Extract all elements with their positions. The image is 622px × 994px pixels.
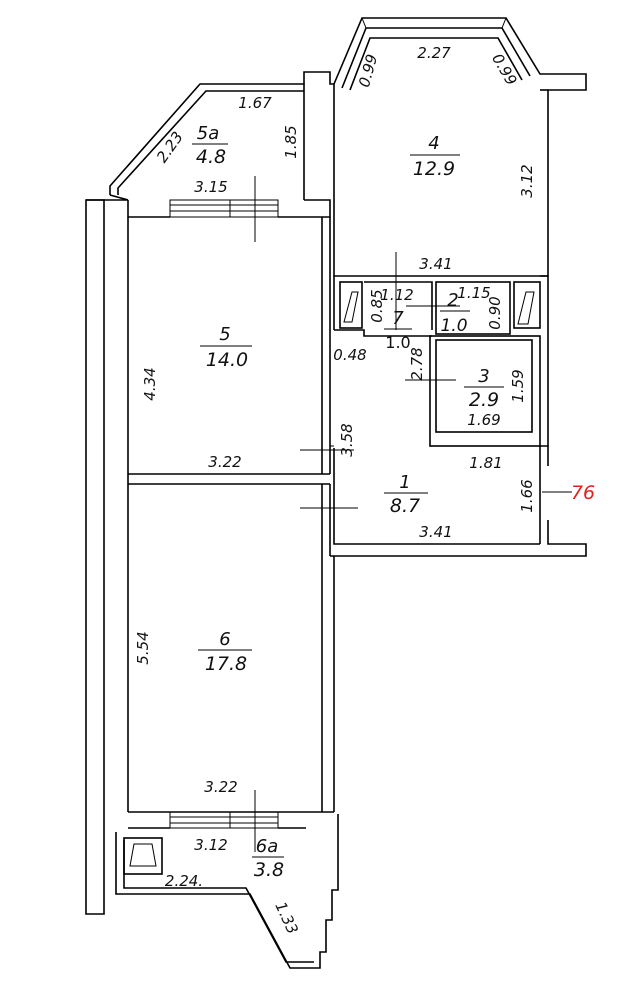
- room-area: 12.9: [413, 158, 455, 180]
- exterior-walls: [85, 199, 335, 915]
- room-area: 14.0: [206, 349, 248, 371]
- room-label-4: 4 12.9: [410, 133, 460, 180]
- dimension-label: 2.24.: [165, 872, 203, 890]
- room-area: 4.8: [196, 146, 226, 168]
- dimension-labels: 1.67 2.23 1.85 3.15 0.99 2.27 0.99 3.12 …: [134, 44, 536, 937]
- dimension-label: 3.12: [518, 164, 536, 197]
- dimension-label: 2.78: [408, 347, 426, 380]
- dimension-label: 3.22: [204, 778, 237, 796]
- dimension-label: 3.41: [419, 255, 452, 273]
- room-area: 17.8: [205, 653, 247, 675]
- dimension-label: 1.85: [282, 125, 300, 158]
- axis-lines: [254, 176, 572, 852]
- balcony-6a: [115, 814, 339, 969]
- dimension-label: 0.99: [488, 51, 520, 89]
- room-number: 2: [447, 290, 458, 311]
- room-label-5: 5 14.0: [200, 324, 252, 371]
- dimension-label: 1.81: [469, 454, 502, 472]
- dimension-label: 1.59: [509, 369, 527, 402]
- room-number: 4: [428, 133, 439, 154]
- dimension-label: 1.33: [271, 899, 301, 937]
- room-area: 1.0: [385, 333, 410, 352]
- dimension-label: 3.22: [208, 453, 241, 471]
- room-number: 7: [392, 308, 404, 329]
- room-number: 5a: [197, 123, 219, 144]
- room-label-2: 2 1.0: [440, 290, 470, 336]
- dimension-label: 0.99: [355, 52, 381, 89]
- dimension-label: 1.15: [457, 284, 490, 302]
- dimension-label: 0.48: [333, 346, 366, 364]
- room-4-walls: [333, 17, 587, 277]
- dimension-label: 3.12: [194, 836, 227, 854]
- room-number: 6a: [256, 836, 278, 857]
- room-area: 3.8: [254, 859, 284, 881]
- room-label-6a: 6a 3.8: [252, 836, 284, 881]
- dimension-label: 1.67: [238, 94, 272, 112]
- dimension-label: 0.85: [368, 289, 386, 322]
- dimension-label: 3.58: [338, 423, 356, 456]
- room-label-3: 3 2.9: [464, 366, 504, 411]
- dimension-label: 1.12: [380, 286, 413, 304]
- balcony-5a: [109, 71, 334, 201]
- room-area: 1.0: [440, 316, 467, 336]
- room-label-7: 7 1.0: [384, 308, 412, 352]
- windows: [169, 199, 279, 829]
- room-number: 1: [399, 472, 410, 493]
- room-number: 3: [478, 366, 489, 387]
- room-number: 5: [219, 324, 230, 345]
- room-number: 6: [219, 629, 230, 650]
- dimension-label: 0.90: [486, 296, 504, 329]
- room-area: 8.7: [390, 495, 420, 517]
- core-walls: [330, 275, 587, 557]
- dimension-label: 1.66: [518, 479, 536, 512]
- dimension-label: 3.41: [419, 523, 452, 541]
- dimension-label: 2.23: [153, 128, 187, 166]
- room-area: 2.9: [469, 389, 499, 411]
- annotation-label: 76: [571, 482, 595, 504]
- dimension-label: 1.69: [467, 411, 500, 429]
- dimension-label: 4.34: [141, 367, 159, 400]
- room-label-6: 6 17.8: [198, 629, 252, 675]
- room-label-5a: 5a 4.8: [192, 123, 228, 168]
- dimension-label: 5.54: [134, 631, 152, 664]
- room-label-1: 1 8.7: [384, 472, 428, 517]
- dimension-label: 2.27: [417, 44, 451, 62]
- dimension-label: 3.15: [194, 178, 227, 196]
